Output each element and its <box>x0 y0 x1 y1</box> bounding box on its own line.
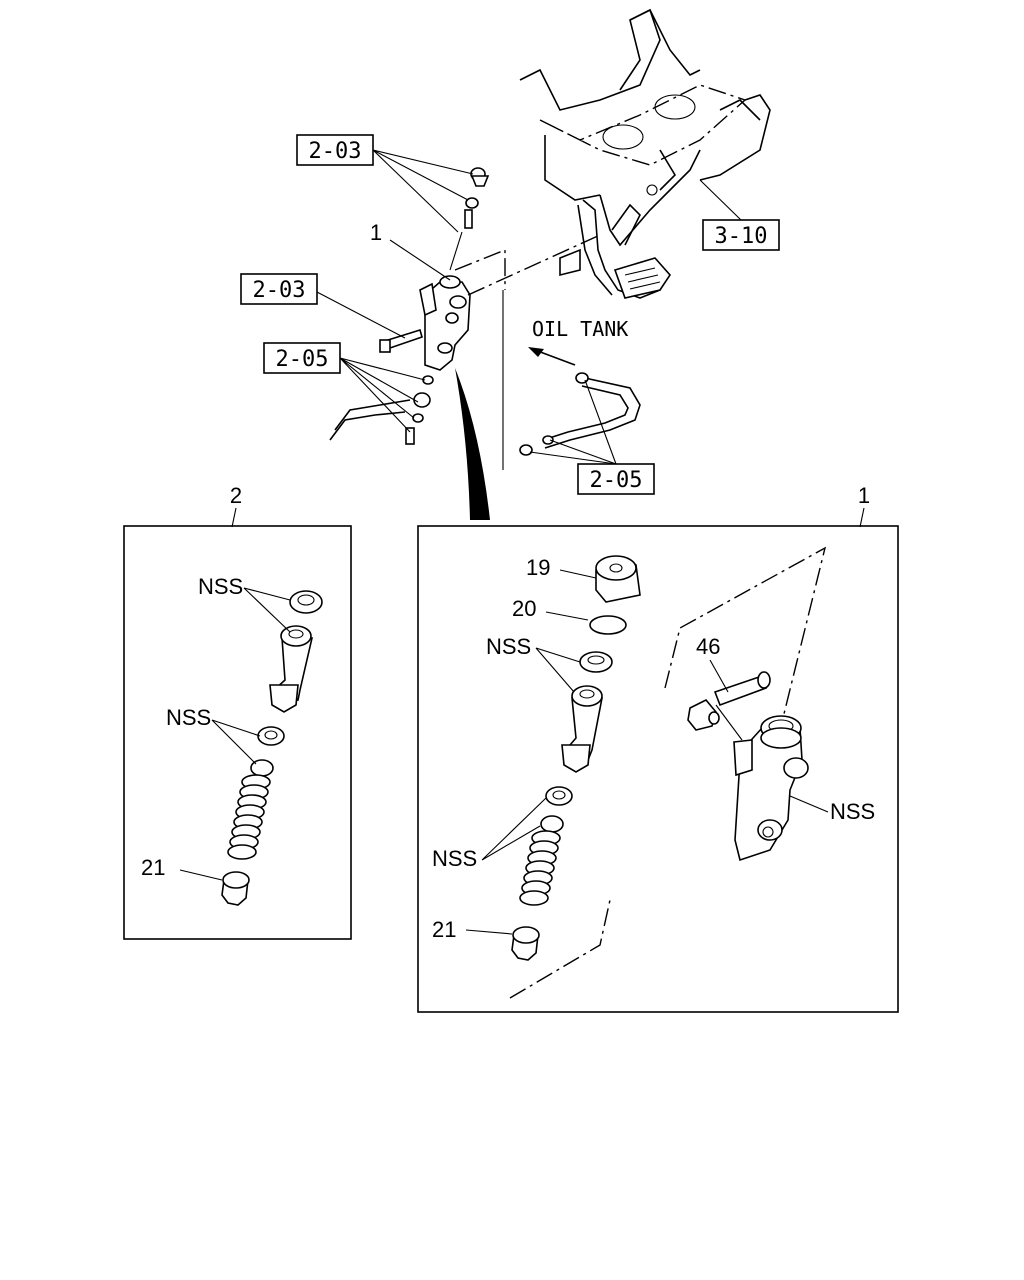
svg-text:2-03: 2-03 <box>253 278 306 303</box>
kit-1-panel: 1 <box>417 483 899 1013</box>
item-1-label: 1 <box>370 220 451 281</box>
kit-1-item-19: 19 <box>526 555 550 580</box>
callout-2-03-mid: 2-03 <box>240 273 406 339</box>
kit-2-item-21: 21 <box>141 855 165 880</box>
kit-1-item-20: 20 <box>512 596 536 621</box>
kit-1-item-46: 46 <box>696 634 720 659</box>
callout-2-03-top: 2-03 <box>296 134 474 233</box>
kit-1-label: 1 <box>858 483 870 508</box>
callout-2-05-right: 2-05 <box>529 379 655 495</box>
kit-1-spring <box>519 830 561 906</box>
kit-2-nss-upper: NSS <box>198 574 243 599</box>
oil-tank-label: OIL TANK <box>532 317 628 341</box>
kit-2-label: 2 <box>230 483 242 508</box>
kit-2-panel: 2 NSS NSS 21 <box>123 483 352 940</box>
kit-1-nss-seal: NSS <box>486 634 531 659</box>
master-cylinder-installed <box>329 167 641 470</box>
svg-text:2-05: 2-05 <box>590 468 643 493</box>
svg-text:3-10: 3-10 <box>715 224 768 249</box>
callout-3-10: 3-10 <box>699 179 780 251</box>
pedal-bracket-assembly <box>519 8 771 299</box>
kit-1-nss-lower: NSS <box>432 846 477 871</box>
kit-2-spring <box>227 774 271 860</box>
callout-2-05-left: 2-05 <box>263 342 426 433</box>
svg-text:2-05: 2-05 <box>276 347 329 372</box>
kit-1-item-21: 21 <box>432 917 456 942</box>
svg-text:1: 1 <box>370 220 382 245</box>
detail-pointer <box>455 368 490 520</box>
kit-1-nss-body: NSS <box>830 799 875 824</box>
svg-text:2-03: 2-03 <box>309 139 362 164</box>
kit-2-nss-lower: NSS <box>166 705 211 730</box>
